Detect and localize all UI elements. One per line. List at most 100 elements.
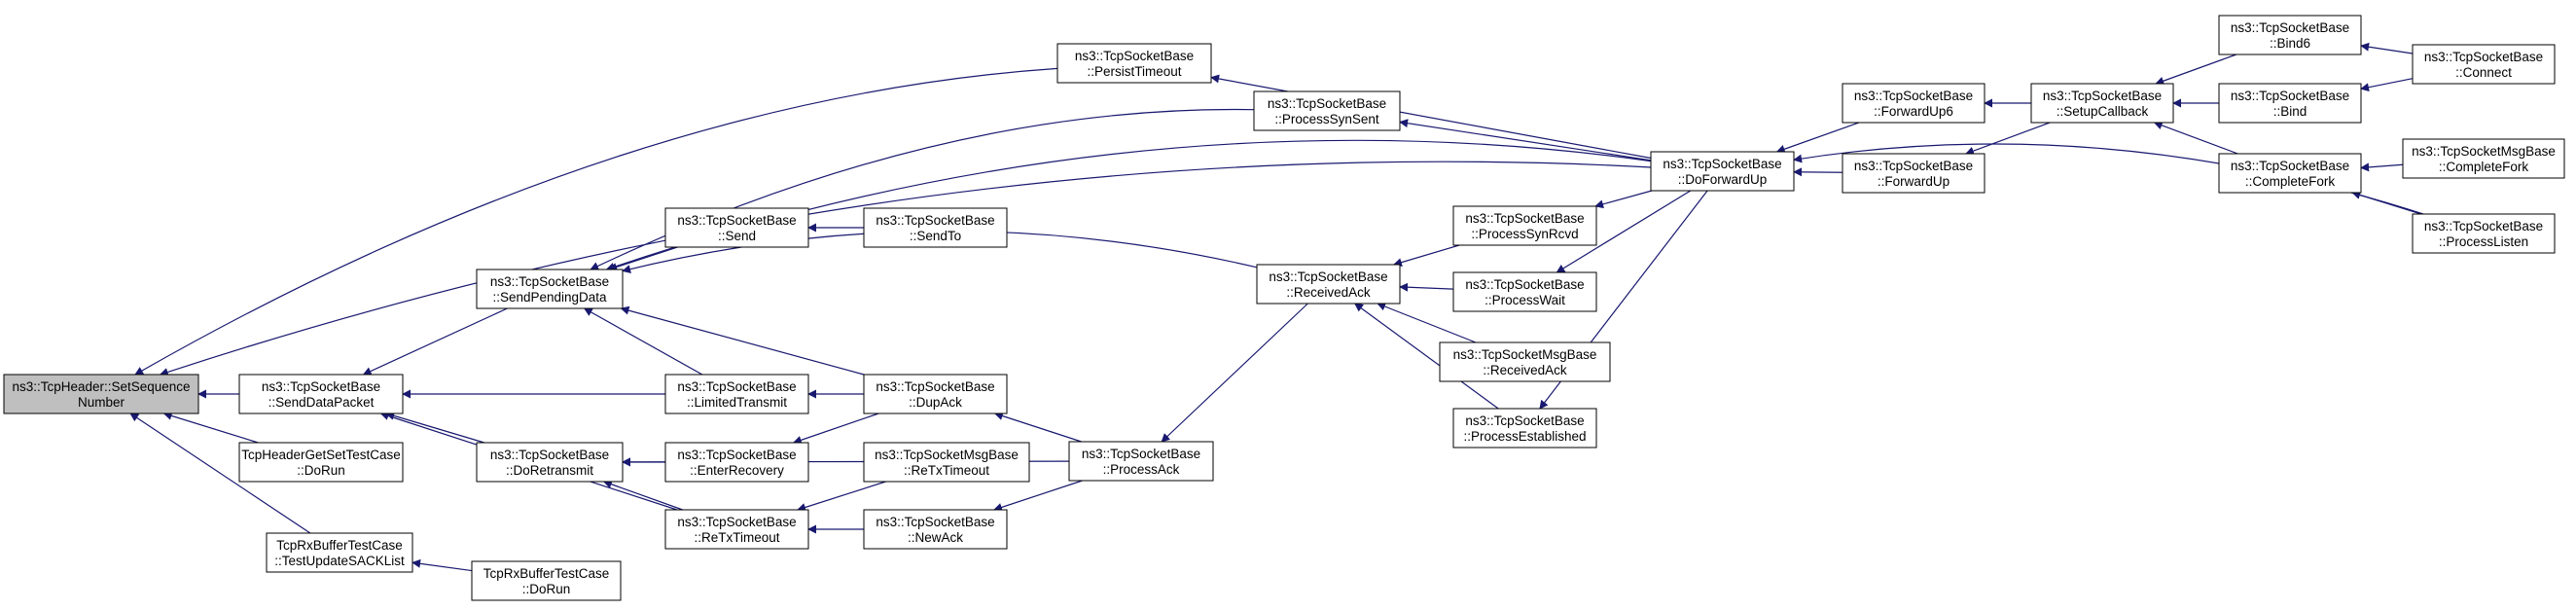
node-label-line: ::ReceivedAck <box>1286 285 1371 300</box>
node-senddatapacket[interactable]: ns3::TcpSocketBase::SendDataPacket <box>238 374 404 414</box>
node-dupack[interactable]: ns3::TcpSocketBase::DupAck <box>863 374 1008 414</box>
node-label-line: ::EnterRecovery <box>690 463 784 478</box>
node-setupcb[interactable]: ns3::TcpSocketBase::SetupCallback <box>2030 83 2174 124</box>
node-label-line: ns3::TcpSocketBase <box>677 515 796 529</box>
node-sendto[interactable]: ns3::TcpSocketBase::SendTo <box>863 207 1008 248</box>
node-doretransmit[interactable]: ns3::TcpSocketBase::DoRetransmit <box>476 442 624 483</box>
node-bind[interactable]: ns3::TcpSocketBase::Bind <box>2218 83 2362 124</box>
node-box[interactable] <box>1439 341 1611 382</box>
node-box[interactable] <box>2412 213 2556 254</box>
node-label-line: ::ProcessSynSent <box>1274 112 1379 126</box>
node-box[interactable] <box>1452 271 1597 312</box>
node-processack[interactable]: ns3::TcpSocketBase::ProcessAck <box>1068 441 1214 482</box>
node-box[interactable] <box>266 532 413 573</box>
node-label-line: ns3::TcpSocketBase <box>876 379 994 394</box>
node-label-line: ns3::TcpSocketBase <box>876 213 994 228</box>
node-label-line: ns3::TcpSocketBase <box>2043 89 2162 103</box>
edge-bind6-to-setupcb <box>2155 54 2237 86</box>
node-synrcvd[interactable]: ns3::TcpSocketBase::ProcessSynRcvd <box>1452 205 1597 246</box>
node-rxdorun[interactable]: TcpRxBufferTestCase::DoRun <box>471 560 622 601</box>
node-box[interactable] <box>1842 83 1986 124</box>
node-label-line: ::CompleteFork <box>2439 160 2529 174</box>
node-label-line: ns3::TcpSocketBase <box>1465 277 1584 292</box>
node-completefork[interactable]: ns3::TcpSocketBase::CompleteFork <box>2218 153 2362 194</box>
node-label-line: ns3::TcpSocketBase <box>490 274 609 289</box>
node-box[interactable] <box>476 442 624 483</box>
node-label-line: ::TestUpdateSACKList <box>274 554 405 568</box>
node-persist[interactable]: ns3::TcpSocketBase::PersistTimeout <box>1056 43 1212 84</box>
node-wait[interactable]: ns3::TcpSocketBase::ProcessWait <box>1452 271 1597 312</box>
node-msgretx[interactable]: ns3::TcpSocketMsgBase::ReTxTimeout <box>863 442 1030 483</box>
node-box[interactable] <box>863 509 1008 550</box>
node-label-line: ::ProcessSynRcvd <box>1471 227 1578 241</box>
node-box[interactable] <box>471 560 622 601</box>
edge-processack-to-dupack <box>993 412 1082 443</box>
node-box[interactable] <box>2402 138 2565 179</box>
node-enterrec[interactable]: ns3::TcpSocketBase::EnterRecovery <box>664 442 809 483</box>
node-label-line: ::DoForwardUp <box>1678 172 1768 187</box>
node-doforwardup[interactable]: ns3::TcpSocketBase::DoForwardUp <box>1650 151 1795 192</box>
node-label-line: ::Send <box>718 229 756 243</box>
node-synsent[interactable]: ns3::TcpSocketBase::ProcessSynSent <box>1253 90 1401 131</box>
node-box[interactable] <box>1650 151 1795 192</box>
edge-dupack-to-enterrec <box>792 413 879 445</box>
node-label-line: TcpRxBufferTestCase <box>276 538 403 553</box>
node-newack[interactable]: ns3::TcpSocketBase::NewAck <box>863 509 1008 550</box>
edge-forwardup6-to-doforwardup <box>1775 122 1860 154</box>
edge-processack-to-newack <box>993 480 1083 512</box>
node-box[interactable] <box>238 374 404 414</box>
node-hdrtest[interactable]: TcpHeaderGetSetTestCase::DoRun <box>238 442 404 483</box>
node-retx[interactable]: ns3::TcpSocketBase::ReTxTimeout <box>664 509 809 550</box>
node-msgrecvack[interactable]: ns3::TcpSocketMsgBase::ReceivedAck <box>1439 341 1611 382</box>
node-box[interactable] <box>2030 83 2174 124</box>
node-box[interactable] <box>476 269 624 309</box>
node-box[interactable] <box>1842 153 1986 194</box>
node-forwardup[interactable]: ns3::TcpSocketBase::ForwardUp <box>1842 153 1986 194</box>
node-box[interactable] <box>2412 44 2556 85</box>
node-label-line: ::ProcessEstablished <box>1463 429 1586 444</box>
node-sendpending[interactable]: ns3::TcpSocketBase::SendPendingData <box>476 269 624 309</box>
node-limited[interactable]: ns3::TcpSocketBase::LimitedTransmit <box>664 374 809 414</box>
node-box[interactable] <box>863 442 1030 483</box>
node-box[interactable] <box>863 374 1008 414</box>
node-label-line: ::DoRun <box>522 582 571 596</box>
node-box[interactable] <box>2218 83 2362 124</box>
node-recvack[interactable]: ns3::TcpSocketBase::ReceivedAck <box>1256 264 1401 305</box>
node-box[interactable] <box>863 207 1008 248</box>
node-label-line: ns3::TcpSocketBase <box>1075 49 1194 63</box>
node-box[interactable] <box>3 374 199 414</box>
node-established[interactable]: ns3::TcpSocketBase::ProcessEstablished <box>1452 408 1597 449</box>
node-box[interactable] <box>1253 90 1401 131</box>
edge-dupack-to-sendpending <box>620 305 865 376</box>
node-box[interactable] <box>238 442 404 483</box>
node-box[interactable] <box>1056 43 1212 84</box>
node-box[interactable] <box>664 374 809 414</box>
node-label-line: ::Connect <box>2455 65 2512 80</box>
node-box[interactable] <box>2218 153 2362 194</box>
node-box[interactable] <box>1256 264 1401 305</box>
edge-limited-to-sendpending <box>583 307 703 376</box>
node-connect[interactable]: ns3::TcpSocketBase::Connect <box>2412 44 2556 85</box>
node-label-line: ns3::TcpSocketMsgBase <box>875 448 1019 462</box>
node-listen[interactable]: ns3::TcpSocketBase::ProcessListen <box>2412 213 2556 254</box>
node-label-line: ::SendPendingData <box>492 290 607 305</box>
node-box[interactable] <box>664 442 809 483</box>
node-forwardup6[interactable]: ns3::TcpSocketBase::ForwardUp6 <box>1842 83 1986 124</box>
node-bind6[interactable]: ns3::TcpSocketBase::Bind6 <box>2218 15 2362 55</box>
node-box[interactable] <box>1068 441 1214 482</box>
node-box[interactable] <box>1452 408 1597 449</box>
node-label-line: ::ReceivedAck <box>1483 363 1567 377</box>
node-rxtest[interactable]: TcpRxBufferTestCase::TestUpdateSACKList <box>266 532 413 573</box>
node-box[interactable] <box>1452 205 1597 246</box>
node-label-line: ns3::TcpSocketBase <box>1854 89 1973 103</box>
node-label-line: TcpHeaderGetSetTestCase <box>241 448 401 462</box>
node-box[interactable] <box>2218 15 2362 55</box>
node-box[interactable] <box>664 207 809 248</box>
node-box[interactable] <box>664 509 809 550</box>
edge-completefork-to-setupcb <box>2153 121 2238 155</box>
node-label-line: ns3::TcpSocketBase <box>2424 50 2543 64</box>
node-send[interactable]: ns3::TcpSocketBase::Send <box>664 207 809 248</box>
node-label-line: ns3::TcpSocketBase <box>876 515 994 529</box>
node-msgcompletefork[interactable]: ns3::TcpSocketMsgBase::CompleteFork <box>2402 138 2565 179</box>
